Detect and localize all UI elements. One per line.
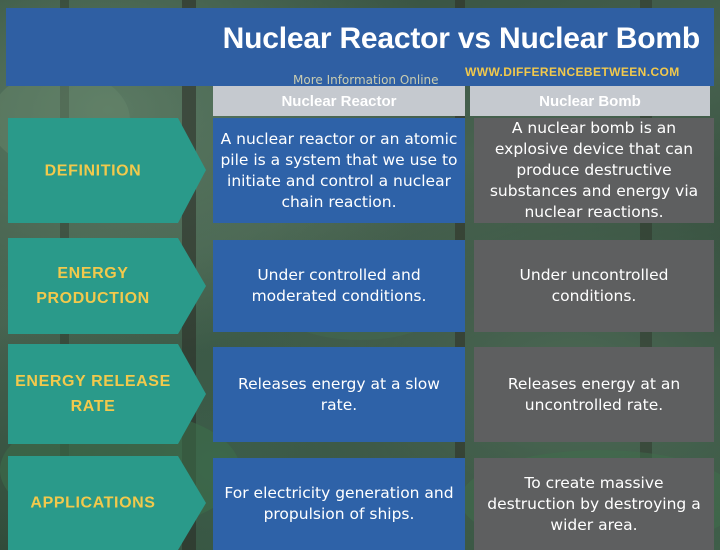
row-label-energy-production: ENERGY PRODUCTION bbox=[8, 238, 206, 334]
row-arrow-shape bbox=[8, 118, 206, 223]
row-arrow-shape bbox=[8, 238, 206, 334]
cell-bomb-applications: To create massive destruction by destroy… bbox=[474, 458, 714, 550]
website-link[interactable]: WWW.DIFFERENCEBETWEEN.COM bbox=[465, 65, 680, 79]
cell-bomb-energy-production: Under uncontrolled conditions. bbox=[474, 240, 714, 332]
cell-bomb-energy-release-rate: Releases energy at an uncontrolled rate. bbox=[474, 347, 714, 442]
page-title: Nuclear Reactor vs Nuclear Bomb bbox=[222, 22, 701, 55]
cell-reactor-energy-production: Under controlled and moderated condition… bbox=[213, 240, 465, 332]
row-label-energy-release-rate: ENERGY RELEASE RATE bbox=[8, 344, 206, 444]
row-label-applications: APPLICATIONS bbox=[8, 456, 206, 550]
row-arrow-shape bbox=[8, 344, 206, 444]
column-header-reactor: Nuclear Reactor bbox=[213, 86, 465, 116]
cell-reactor-energy-release-rate: Releases energy at a slow rate. bbox=[213, 347, 465, 442]
column-header-bomb: Nuclear Bomb bbox=[470, 86, 710, 116]
title-banner: Nuclear Reactor vs Nuclear Bomb More Inf… bbox=[6, 8, 714, 87]
cell-reactor-definition: A nuclear reactor or an atomic pile is a… bbox=[213, 118, 465, 223]
row-label-definition: DEFINITION bbox=[8, 118, 206, 223]
cell-bomb-definition: A nuclear bomb is an explosive device th… bbox=[474, 118, 714, 223]
more-info-text: More Information Online bbox=[293, 73, 439, 87]
cell-reactor-applications: For electricity generation and propulsio… bbox=[213, 458, 465, 550]
row-arrow-shape bbox=[8, 456, 206, 550]
